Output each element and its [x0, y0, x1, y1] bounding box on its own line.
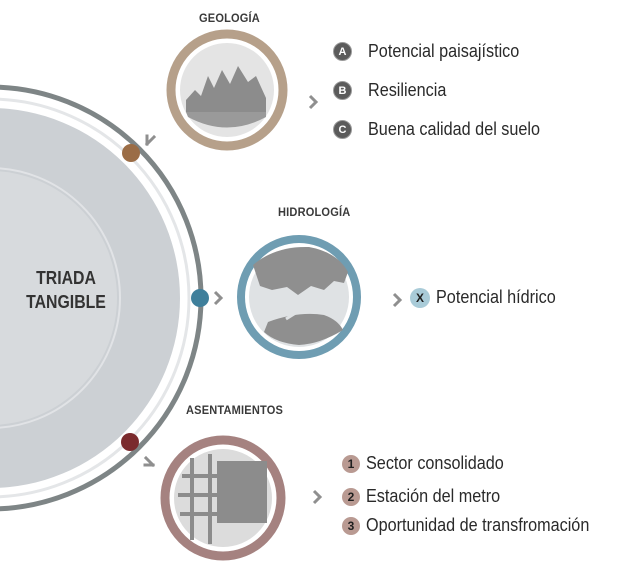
chevron-right-icon [308, 94, 319, 110]
badge-b: B [333, 81, 352, 100]
asentamientos-item-label: Sector consolidado [366, 453, 504, 473]
geologia-item-b: B Resiliencia [333, 80, 455, 101]
asentamientos-item-label: Oportunidad de transfromación [366, 515, 590, 535]
core-title: TRIADA TANGIBLE [20, 266, 112, 314]
badge-c: C [333, 120, 352, 139]
badge-x: X [410, 287, 430, 308]
badge-3: 3 [342, 516, 360, 535]
core-title-line1: TRIADA [36, 268, 96, 288]
badge-a: A [333, 42, 352, 61]
water-map-icon [253, 246, 348, 295]
chevron-right-icon [312, 489, 323, 505]
geologia-item-label: Buena calidad del suelo [368, 119, 541, 139]
asentamientos-item-3: 3 Oportunidad de transfromación [342, 515, 614, 536]
geologia-circle [166, 29, 288, 151]
badge-2: 2 [342, 487, 360, 506]
asentamientos-item-1: 1 Sector consolidado [342, 453, 519, 474]
chevron-right-icon [213, 290, 224, 306]
asentamientos-title: ASENTAMIENTOS [186, 403, 284, 417]
corner-arrow-icon [143, 455, 156, 468]
hidrologia-item-label: Potencial hídrico [436, 287, 556, 307]
geologia-item-a: A Potencial paisajístico [333, 41, 536, 62]
geologia-item-c: C Buena calidad del suelo [333, 119, 559, 140]
mountain-icon [186, 66, 266, 112]
hidrologia-circle [237, 235, 361, 359]
badge-1: 1 [342, 454, 360, 473]
corner-arrow-icon [144, 134, 157, 147]
geologia-item-label: Resiliencia [368, 80, 447, 100]
asentamientos-dot [121, 433, 139, 451]
core-circle [0, 84, 204, 512]
geologia-title: GEOLOGÍA [199, 11, 260, 25]
hidrologia-title: HIDROLOGÍA [278, 205, 351, 219]
chevron-right-icon [392, 292, 403, 308]
geologia-item-label: Potencial paisajístico [368, 41, 520, 61]
hidrologia-dot [191, 289, 209, 307]
asentamientos-item-2: 2 Estación del metro [342, 486, 515, 507]
asentamientos-item-label: Estación del metro [366, 486, 501, 506]
geologia-dot [122, 144, 140, 162]
asentamientos-circle [160, 435, 286, 561]
hidrologia-item-x: X Potencial hídrico [410, 287, 569, 308]
core-title-line2: TANGIBLE [26, 292, 106, 312]
